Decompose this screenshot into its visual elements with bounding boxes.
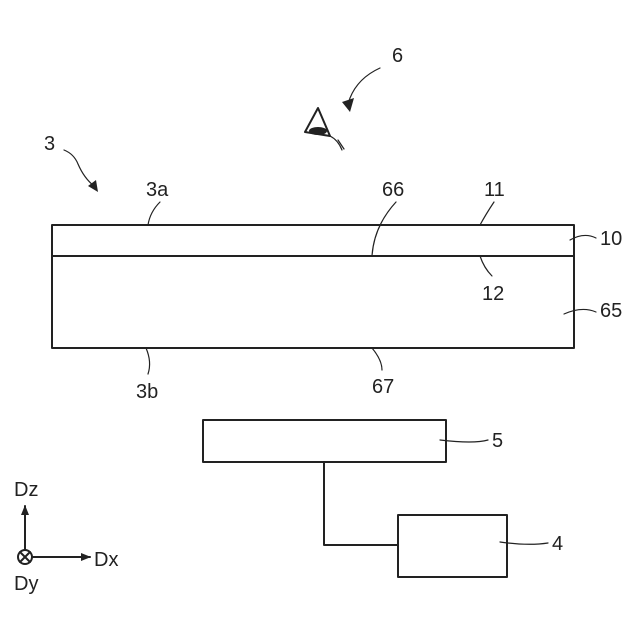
label-viewer: 6 (392, 45, 403, 67)
label-interface: 66 (382, 179, 404, 201)
unit-upper-box (203, 420, 446, 462)
leader-unit-upper (440, 440, 488, 442)
unit-lower-box (398, 515, 507, 577)
label-surface-lower: 12 (482, 283, 504, 305)
coordinate-axes (18, 506, 90, 564)
leader-surface-upper (480, 202, 494, 225)
connector-line (324, 462, 398, 545)
leader-back-surface (146, 348, 150, 374)
leader-arrow-device (64, 150, 98, 192)
label-unit-upper: 5 (492, 430, 503, 452)
label-device: 3 (44, 133, 55, 155)
label-back-surface: 3b (136, 381, 158, 403)
label-front-surface: 3a (146, 179, 169, 201)
label-layer-top: 10 (600, 228, 622, 250)
eye-icon (305, 108, 344, 150)
leader-front-surface (148, 202, 160, 225)
label-layer-main: 65 (600, 300, 622, 322)
leader-arrow-viewer (342, 68, 380, 112)
label-surface-upper: 11 (484, 179, 505, 201)
into-page-icon (18, 550, 32, 564)
leader-surface-lower (480, 256, 492, 276)
leader-bottom-surface (372, 348, 382, 370)
axis-label-vertical: Dz (14, 479, 38, 501)
axis-label-depth: Dy (14, 573, 38, 595)
leader-interface (372, 202, 396, 256)
leader-layer-main (564, 309, 596, 314)
label-bottom-surface: 67 (372, 376, 394, 398)
label-unit-lower: 4 (552, 533, 563, 555)
axis-label-horizontal: Dx (94, 549, 118, 571)
